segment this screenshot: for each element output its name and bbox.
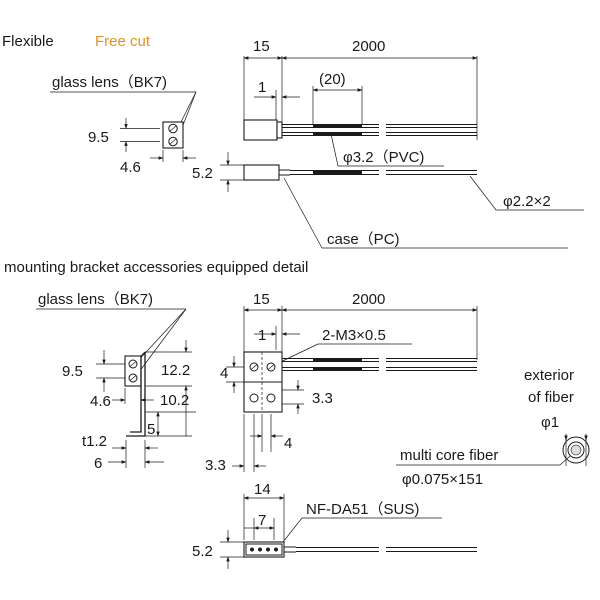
bracket-bottom-view: [243, 541, 477, 558]
bracket-dim-3-3-bottom: 3.3: [205, 457, 226, 474]
type-label: Flexible: [2, 33, 54, 50]
bracket-front-view: [243, 351, 477, 413]
bracket-dim-t1-2: t1.2: [82, 433, 107, 450]
top-lens-front-view: [162, 121, 184, 149]
bracket-lens-view: [124, 351, 146, 437]
top-dim-20: (20): [319, 71, 346, 88]
top-dim-2000: 2000: [352, 38, 385, 55]
multicore-label: multi core fiber: [400, 447, 498, 464]
top-dim-9-5: 9.5: [88, 129, 109, 146]
bracket-dim-4-bottom: 4: [284, 435, 292, 452]
bracket-dim-7: 7: [258, 512, 266, 529]
bracket-dim-5-2: 5.2: [192, 543, 213, 560]
bracket-dim-5: 5: [147, 421, 155, 438]
bracket-part-label: NF-DA51（SUS): [306, 501, 419, 518]
top-cable-label: φ3.2（PVC): [343, 149, 424, 166]
bracket-dim-1: 1: [258, 327, 266, 344]
cut-label: Free cut: [95, 33, 151, 50]
top-lens-label: glass lens（BK7): [52, 74, 167, 91]
bracket-lens-label: glass lens（BK7): [38, 291, 153, 308]
exterior-label-2: of fiber: [528, 389, 574, 406]
bracket-dim-10-2: 10.2: [160, 392, 189, 409]
bracket-dim-14: 14: [254, 481, 271, 498]
top-dim-1: 1: [258, 79, 266, 96]
top-fiber-label: φ2.2×2: [503, 193, 551, 210]
top-profile-view: [243, 164, 477, 181]
bracket-screw-label: 2-M3×0.5: [322, 327, 386, 344]
exterior-label-1: exterior: [524, 367, 574, 384]
bracket-section-title: mounting bracket accessories equipped de…: [4, 259, 308, 276]
top-side-view: [243, 119, 477, 141]
top-dim-5-2: 5.2: [192, 165, 213, 182]
bracket-dim-9-5: 9.5: [62, 363, 83, 380]
bracket-dim-4-6: 4.6: [90, 393, 111, 410]
bracket-dim-4-left: 4: [220, 365, 228, 382]
bracket-dim-6: 6: [94, 455, 102, 472]
top-dim-4-6: 4.6: [120, 159, 141, 176]
bracket-dim-2000: 2000: [352, 291, 385, 308]
fiber-cross-section: [562, 434, 590, 466]
multicore-spec: φ0.075×151: [402, 471, 483, 488]
top-dim-15: 15: [253, 38, 270, 55]
bracket-dim-12-2: 12.2: [161, 362, 190, 379]
top-case-label: case（PC): [327, 231, 400, 248]
bracket-dim-3-3-right: 3.3: [312, 390, 333, 407]
fiber-dia-label: φ1: [541, 414, 559, 431]
bracket-dim-15: 15: [253, 291, 270, 308]
